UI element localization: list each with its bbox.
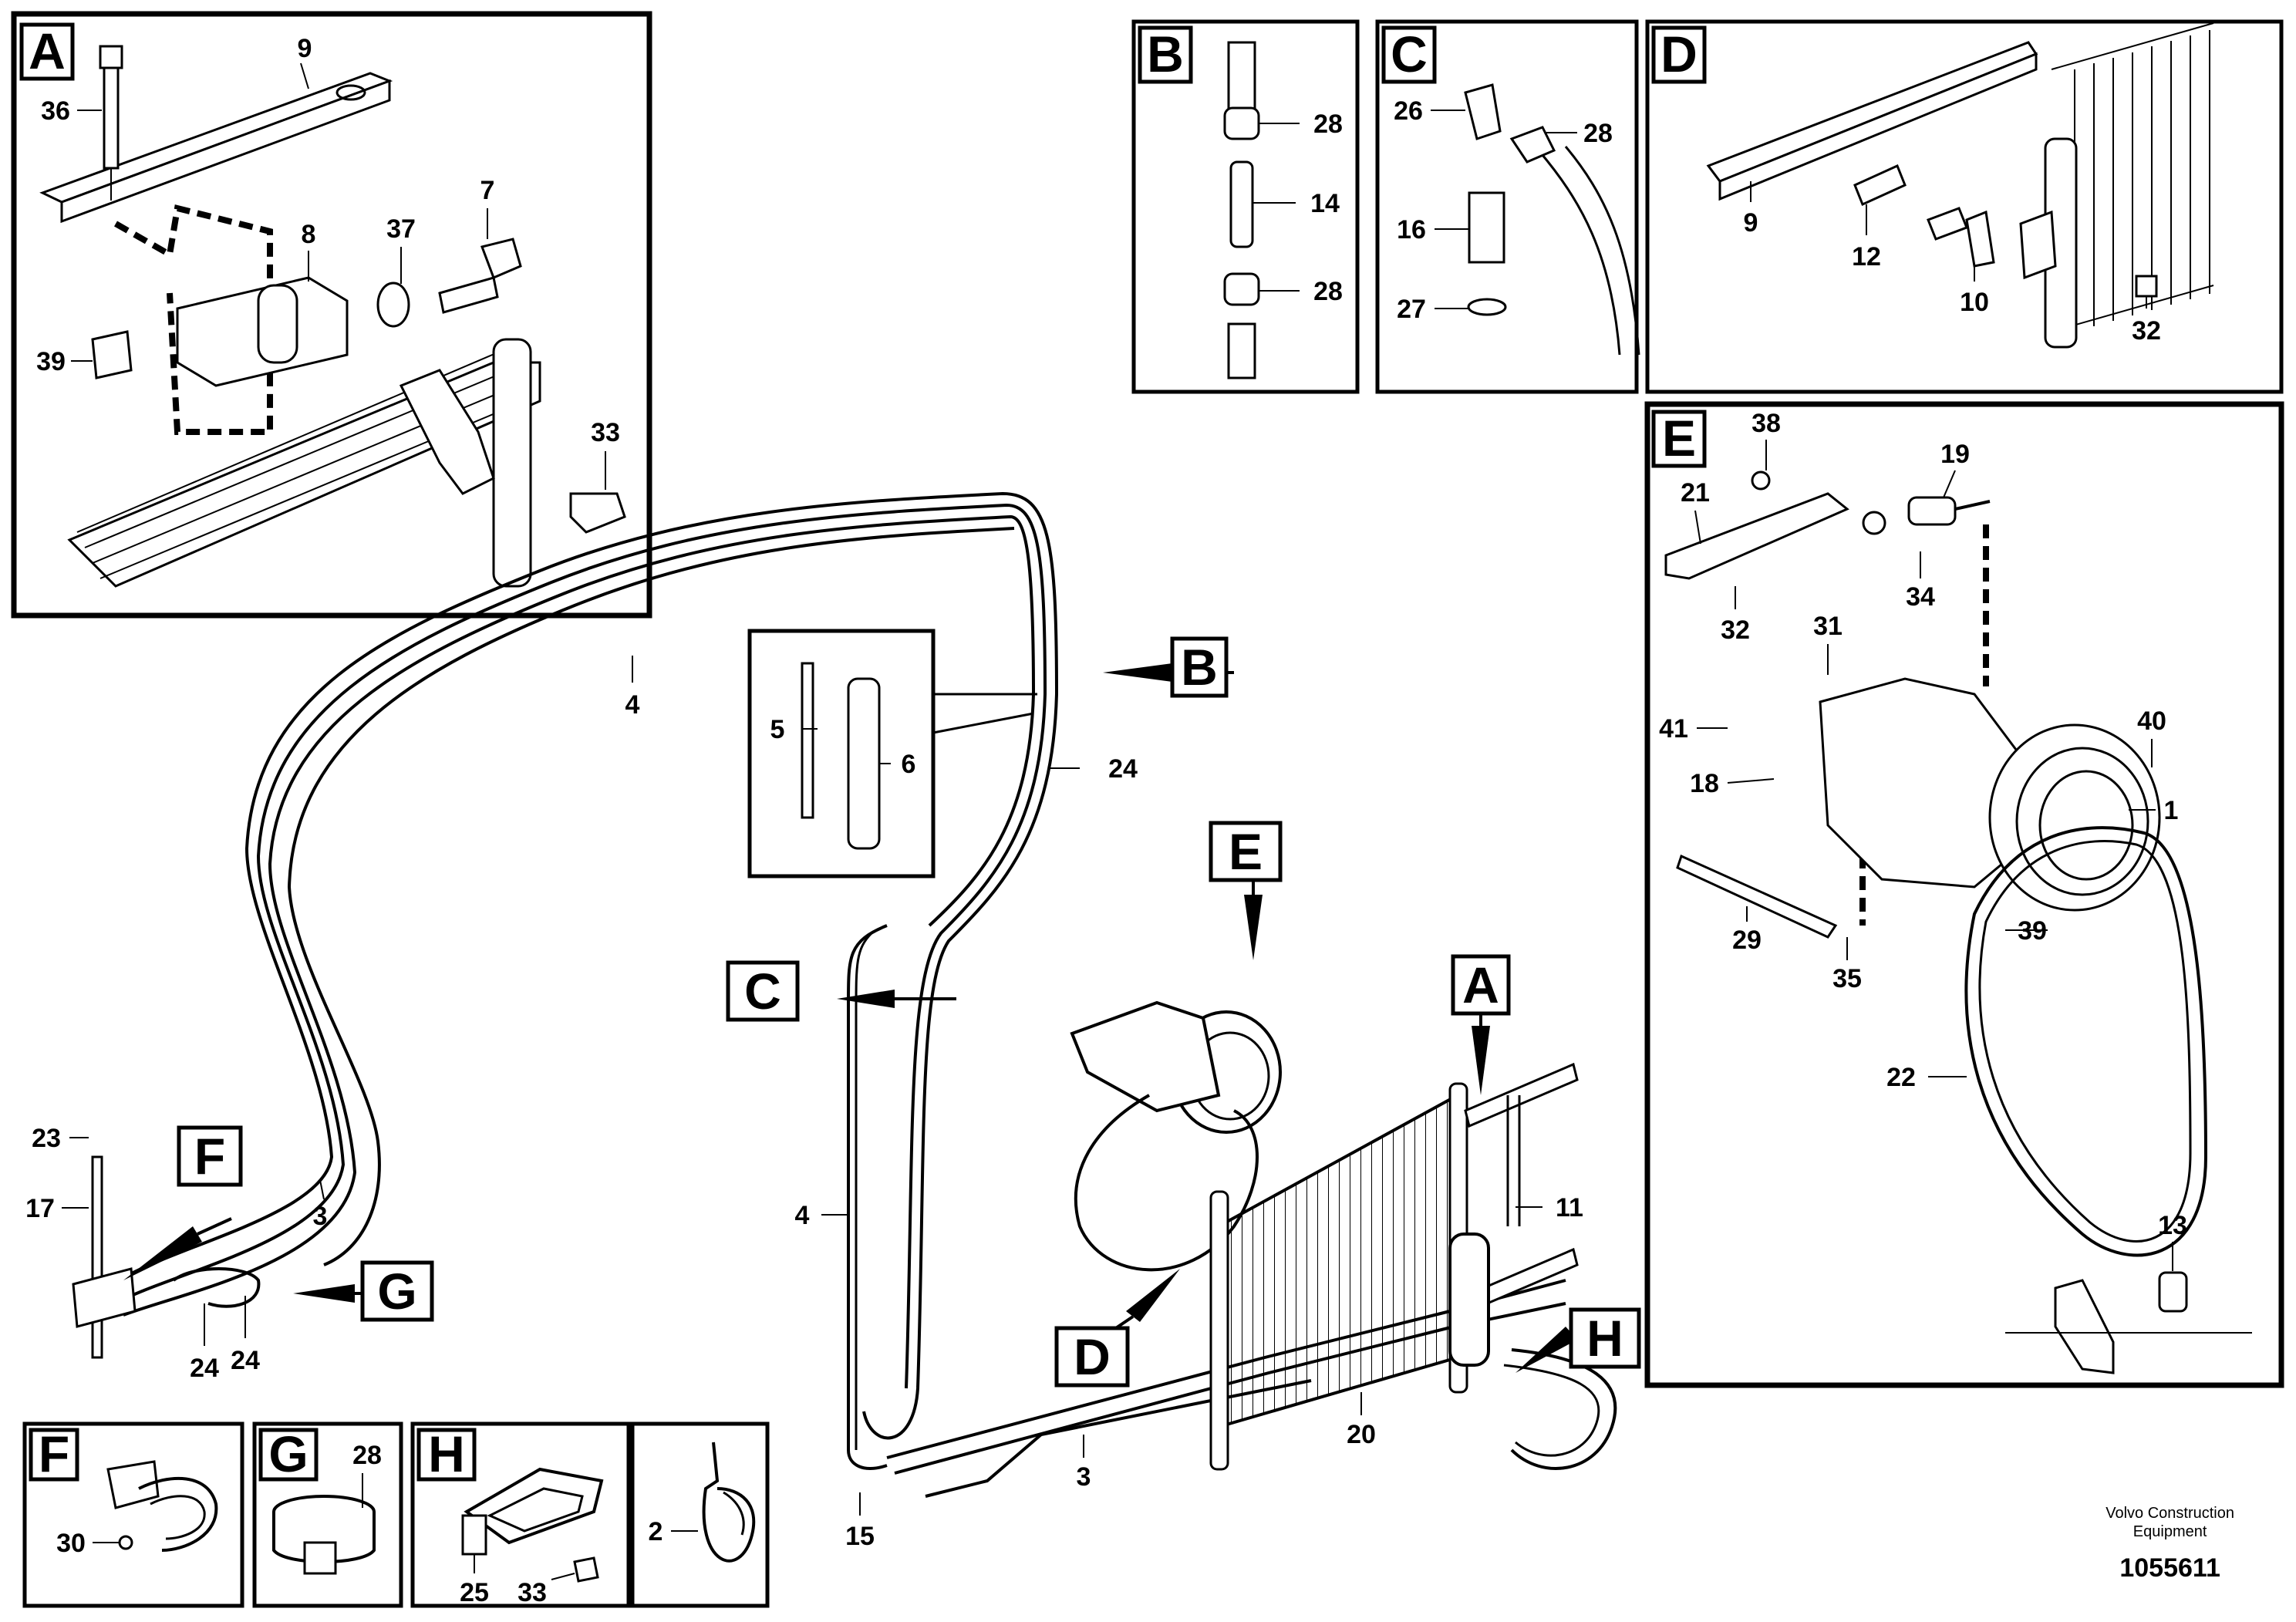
- callout-28: 28: [1583, 119, 1613, 148]
- detail-panel-d: D 9 12 10 32: [1645, 19, 2284, 394]
- callout-32: 32: [2132, 316, 2161, 346]
- main-callouts: 4 24 4 3 15 20 11 23 17 3 24 24 5: [25, 656, 1583, 1551]
- callout-24-left: 24: [190, 1354, 219, 1383]
- callout-32: 32: [1721, 615, 1750, 645]
- callout-37: 37: [386, 214, 416, 244]
- callout-11: 11: [1556, 1193, 1583, 1222]
- pointer-a: A: [1462, 956, 1499, 1013]
- detail-panel-cable-tie: 2: [630, 1421, 770, 1608]
- drawing-footer: Volvo Construction Equipment 1055611: [2106, 1504, 2234, 1583]
- callout-3-bottom: 3: [1077, 1462, 1091, 1492]
- detail-panel-h: H 25 33: [410, 1421, 631, 1608]
- callout-15: 15: [845, 1522, 875, 1551]
- detail-panel-c: C 26 28 16 27: [1375, 19, 1640, 394]
- callout-4-left: 4: [795, 1201, 810, 1230]
- panel-h-letter: H: [428, 1425, 465, 1482]
- callout-28-bottom: 28: [1313, 277, 1343, 306]
- callout-23: 23: [32, 1124, 61, 1153]
- detail-panel-f: F 30: [22, 1421, 244, 1608]
- callout-3-left: 3: [313, 1202, 328, 1231]
- callout-28: 28: [352, 1441, 382, 1470]
- callout-24-right: 24: [231, 1346, 260, 1375]
- pointer-b: B: [1181, 639, 1218, 696]
- main-assembly: B C E A D F G H 4 24 4 3 15: [25, 491, 1641, 1551]
- callout-20: 20: [1347, 1420, 1376, 1449]
- pointer-f: F: [194, 1128, 225, 1185]
- callout-30: 30: [56, 1529, 86, 1558]
- callout-29: 29: [1732, 926, 1762, 955]
- panel-c-letter: C: [1391, 25, 1428, 83]
- callout-8: 8: [302, 220, 316, 249]
- callout-19: 19: [1940, 440, 1970, 469]
- pointer-e: E: [1229, 823, 1263, 880]
- panel-g-letter: G: [268, 1425, 308, 1482]
- pointer-letters: B C E A D F G H: [177, 636, 1641, 1388]
- pointer-g: G: [377, 1263, 416, 1320]
- callout-6: 6: [902, 750, 916, 779]
- callout-35: 35: [1832, 964, 1862, 993]
- callout-9: 9: [1744, 208, 1758, 238]
- detail-panel-e: E 38 19 21 34 32 31 41: [1644, 401, 2284, 1388]
- callout-36: 36: [41, 96, 70, 126]
- panel-f-letter: F: [39, 1425, 69, 1482]
- pointer-c: C: [744, 963, 781, 1020]
- callout-4-top: 4: [625, 690, 640, 720]
- brand-line-2: Equipment: [2132, 1523, 2207, 1540]
- detail-panel-a: A 9 36: [11, 11, 652, 619]
- detail-panel-g: G 28: [252, 1421, 403, 1608]
- callout-40: 40: [2137, 706, 2166, 736]
- callout-9: 9: [298, 34, 312, 63]
- panel-a-callouts: 9 36 7 8 37 39 33: [36, 34, 620, 490]
- callout-18: 18: [1690, 769, 1719, 798]
- callout-33: 33: [518, 1578, 547, 1607]
- callout-13: 13: [2158, 1211, 2187, 1240]
- callout-39: 39: [36, 347, 66, 376]
- callout-1: 1: [2164, 796, 2179, 825]
- callout-17: 17: [25, 1194, 55, 1223]
- pointer-d: D: [1074, 1328, 1111, 1385]
- panel-d-letter: D: [1660, 25, 1698, 83]
- callout-27: 27: [1397, 295, 1426, 324]
- brand-line-1: Volvo Construction: [2106, 1505, 2234, 1522]
- callout-38: 38: [1752, 409, 1781, 438]
- callout-28-top: 28: [1313, 110, 1343, 139]
- panel-e-letter: E: [1662, 410, 1696, 467]
- callout-12: 12: [1852, 242, 1881, 271]
- callout-41: 41: [1659, 714, 1688, 744]
- callout-34: 34: [1906, 582, 1935, 612]
- callout-26: 26: [1394, 96, 1423, 126]
- callout-31: 31: [1813, 612, 1843, 641]
- panel-a-letter: A: [29, 22, 66, 79]
- callout-33: 33: [591, 418, 620, 447]
- panel-b-letter: B: [1147, 25, 1184, 83]
- callout-2: 2: [649, 1517, 663, 1546]
- callout-14: 14: [1310, 189, 1340, 218]
- callout-39: 39: [2018, 916, 2047, 946]
- drawing-number: 1055611: [2119, 1553, 2220, 1583]
- callout-16: 16: [1397, 215, 1426, 244]
- detail-panel-b: B 28 14 28: [1131, 19, 1360, 394]
- pointer-h: H: [1586, 1310, 1623, 1367]
- callout-24: 24: [1108, 754, 1138, 784]
- callout-21: 21: [1681, 478, 1710, 508]
- callout-7: 7: [480, 176, 495, 205]
- callout-10: 10: [1960, 288, 1989, 317]
- callout-22: 22: [1886, 1063, 1916, 1092]
- callout-5: 5: [770, 715, 785, 744]
- callout-25: 25: [460, 1578, 489, 1607]
